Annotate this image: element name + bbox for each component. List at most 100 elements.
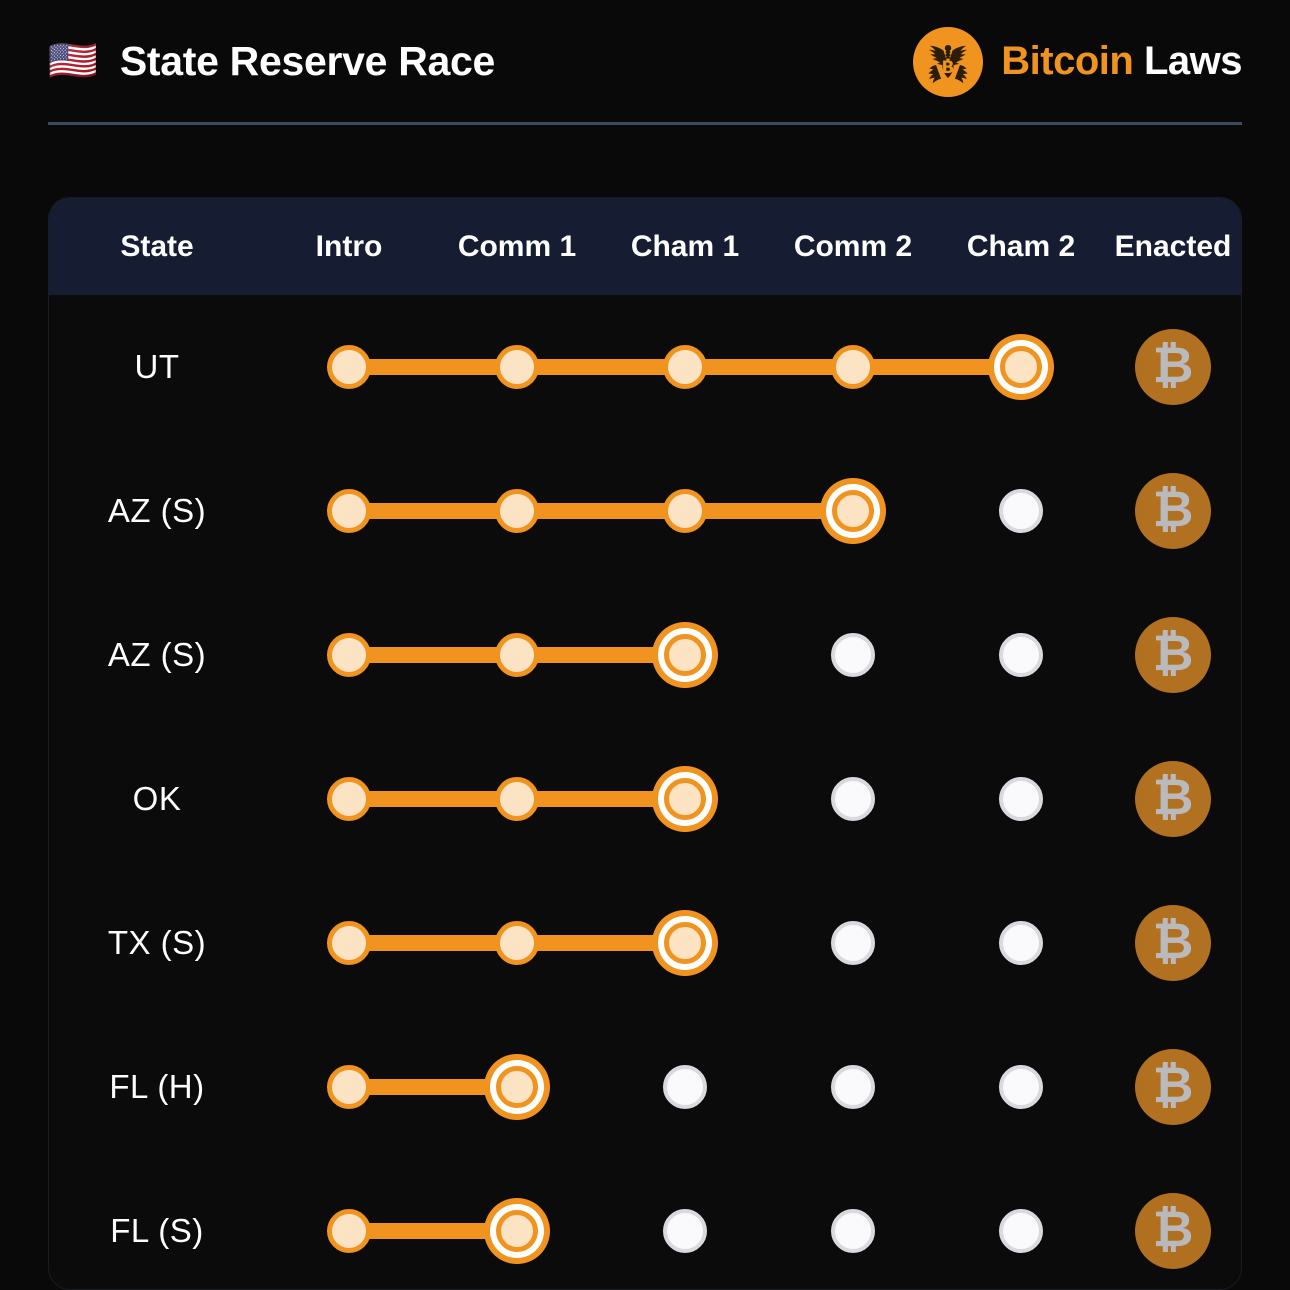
stage-dot-comm-2-pending[interactable] bbox=[831, 777, 875, 821]
bitcoin-icon[interactable]: ₿ bbox=[1135, 473, 1211, 549]
stage-cell-intro[interactable] bbox=[265, 467, 433, 555]
stage-dot-cham-2-pending[interactable] bbox=[999, 1209, 1043, 1253]
stage-dot-comm-2-pending[interactable] bbox=[831, 1065, 875, 1109]
stage-dot-intro-done[interactable] bbox=[327, 1065, 371, 1109]
column-header-comm-1: Comm 1 bbox=[457, 229, 577, 263]
stage-dot-cham-2-pending[interactable] bbox=[999, 921, 1043, 965]
stage-cell-comm-1[interactable] bbox=[433, 1043, 601, 1131]
stage-dot-cham-1-done[interactable] bbox=[663, 345, 707, 389]
stage-cell-comm-2[interactable] bbox=[769, 1187, 937, 1275]
column-header-enacted: Enacted bbox=[1114, 229, 1232, 263]
stage-dot-comm-1-done[interactable] bbox=[495, 489, 539, 533]
enacted-cell[interactable]: ₿ bbox=[1105, 473, 1241, 549]
stage-dot-intro-done[interactable] bbox=[327, 1209, 371, 1253]
stage-cell-comm-1[interactable] bbox=[433, 467, 601, 555]
stage-cell-comm-2[interactable] bbox=[769, 755, 937, 843]
enacted-cell[interactable]: ₿ bbox=[1105, 1193, 1241, 1269]
current-stage-ring bbox=[658, 916, 712, 970]
stage-cell-cham-1[interactable] bbox=[601, 467, 769, 555]
stage-cell-comm-1[interactable] bbox=[433, 1187, 601, 1275]
stage-dot-intro-done[interactable] bbox=[327, 345, 371, 389]
stage-dot-comm-1-current[interactable] bbox=[484, 1054, 550, 1120]
stage-dot-comm-2-pending[interactable] bbox=[831, 633, 875, 677]
stage-cell-cham-1[interactable] bbox=[601, 1043, 769, 1131]
bitcoin-icon[interactable]: ₿ bbox=[1135, 761, 1211, 837]
stage-dot-intro-done[interactable] bbox=[327, 777, 371, 821]
stage-dot-comm-2-current[interactable] bbox=[820, 478, 886, 544]
stage-cell-comm-1[interactable] bbox=[433, 755, 601, 843]
stage-dot-cham-1-current[interactable] bbox=[652, 622, 718, 688]
brand-name-secondary: Laws bbox=[1143, 39, 1243, 83]
stage-cell-cham-1[interactable] bbox=[601, 755, 769, 843]
stage-dot-comm-2-pending[interactable] bbox=[831, 1209, 875, 1253]
stage-cell-cham-2[interactable] bbox=[937, 467, 1105, 555]
stage-dot-comm-1-done[interactable] bbox=[495, 921, 539, 965]
stage-cell-intro[interactable] bbox=[265, 1043, 433, 1131]
stage-dot-cham-1-current[interactable] bbox=[652, 766, 718, 832]
enacted-cell[interactable]: ₿ bbox=[1105, 1049, 1241, 1125]
stage-cell-comm-2[interactable] bbox=[769, 323, 937, 411]
stage-dot-intro-done[interactable] bbox=[327, 633, 371, 677]
stage-dot-comm-2-done[interactable] bbox=[831, 345, 875, 389]
bitcoin-icon[interactable]: ₿ bbox=[1135, 617, 1211, 693]
stage-cell-cham-2[interactable] bbox=[937, 323, 1105, 411]
stage-cell-comm-2[interactable] bbox=[769, 467, 937, 555]
stage-cell-cham-1[interactable] bbox=[601, 323, 769, 411]
stage-dot-comm-2-pending[interactable] bbox=[831, 921, 875, 965]
stage-cell-intro[interactable] bbox=[265, 611, 433, 699]
state-label: AZ (S) bbox=[107, 492, 207, 529]
stage-cell-intro[interactable] bbox=[265, 1187, 433, 1275]
stage-cell-cham-1[interactable] bbox=[601, 899, 769, 987]
progress-connector bbox=[853, 359, 1021, 375]
stage-dot-comm-1-current[interactable] bbox=[484, 1198, 550, 1264]
enacted-cell[interactable]: ₿ bbox=[1105, 761, 1241, 837]
stage-dot-cham-1-pending[interactable] bbox=[663, 1065, 707, 1109]
enacted-cell[interactable]: ₿ bbox=[1105, 905, 1241, 981]
stage-dot-cham-1-done[interactable] bbox=[663, 489, 707, 533]
enacted-cell[interactable]: ₿ bbox=[1105, 329, 1241, 405]
stage-cell-cham-2[interactable] bbox=[937, 755, 1105, 843]
stage-dot-cham-2-pending[interactable] bbox=[999, 489, 1043, 533]
stage-dot-intro-done[interactable] bbox=[327, 921, 371, 965]
bitcoin-icon[interactable]: ₿ bbox=[1135, 1049, 1211, 1125]
column-header-state: State bbox=[120, 229, 194, 263]
stage-cell-cham-2[interactable] bbox=[937, 611, 1105, 699]
stage-dot-cham-2-current[interactable] bbox=[988, 334, 1054, 400]
stage-dot-intro-done[interactable] bbox=[327, 489, 371, 533]
current-stage-core bbox=[664, 922, 706, 964]
stage-cell-cham-1[interactable] bbox=[601, 611, 769, 699]
stage-cell-comm-2[interactable] bbox=[769, 899, 937, 987]
stage-dot-cham-2-pending[interactable] bbox=[999, 633, 1043, 677]
bitcoin-icon[interactable]: ₿ bbox=[1135, 1193, 1211, 1269]
bitcoin-icon[interactable]: ₿ bbox=[1135, 905, 1211, 981]
bitcoin-glyph: ₿ bbox=[1152, 624, 1194, 682]
bitcoin-glyph: ₿ bbox=[1152, 336, 1194, 394]
current-stage-core bbox=[832, 490, 874, 532]
stage-cell-comm-1[interactable] bbox=[433, 323, 601, 411]
stage-cell-cham-2[interactable] bbox=[937, 899, 1105, 987]
stage-dot-comm-1-done[interactable] bbox=[495, 777, 539, 821]
brand-logo-group[interactable]: B Bitcoin Laws bbox=[913, 26, 1243, 97]
bitcoin-icon[interactable]: ₿ bbox=[1135, 329, 1211, 405]
stage-cell-comm-1[interactable] bbox=[433, 899, 601, 987]
stage-dot-cham-1-current[interactable] bbox=[652, 910, 718, 976]
header-divider bbox=[48, 122, 1242, 125]
stage-cell-comm-1[interactable] bbox=[433, 611, 601, 699]
stage-cell-comm-2[interactable] bbox=[769, 611, 937, 699]
stage-cell-intro[interactable] bbox=[265, 899, 433, 987]
stage-dot-cham-1-pending[interactable] bbox=[663, 1209, 707, 1253]
stage-cell-intro[interactable] bbox=[265, 755, 433, 843]
stage-dot-comm-1-done[interactable] bbox=[495, 633, 539, 677]
stage-dot-cham-2-pending[interactable] bbox=[999, 777, 1043, 821]
enacted-cell[interactable]: ₿ bbox=[1105, 617, 1241, 693]
stage-cell-intro[interactable] bbox=[265, 323, 433, 411]
bitcoin-glyph: ₿ bbox=[1152, 768, 1194, 826]
progress-track bbox=[265, 611, 1105, 699]
current-stage-ring bbox=[658, 772, 712, 826]
stage-dot-cham-2-pending[interactable] bbox=[999, 1065, 1043, 1109]
stage-cell-cham-1[interactable] bbox=[601, 1187, 769, 1275]
stage-dot-comm-1-done[interactable] bbox=[495, 345, 539, 389]
stage-cell-comm-2[interactable] bbox=[769, 1043, 937, 1131]
stage-cell-cham-2[interactable] bbox=[937, 1187, 1105, 1275]
stage-cell-cham-2[interactable] bbox=[937, 1043, 1105, 1131]
